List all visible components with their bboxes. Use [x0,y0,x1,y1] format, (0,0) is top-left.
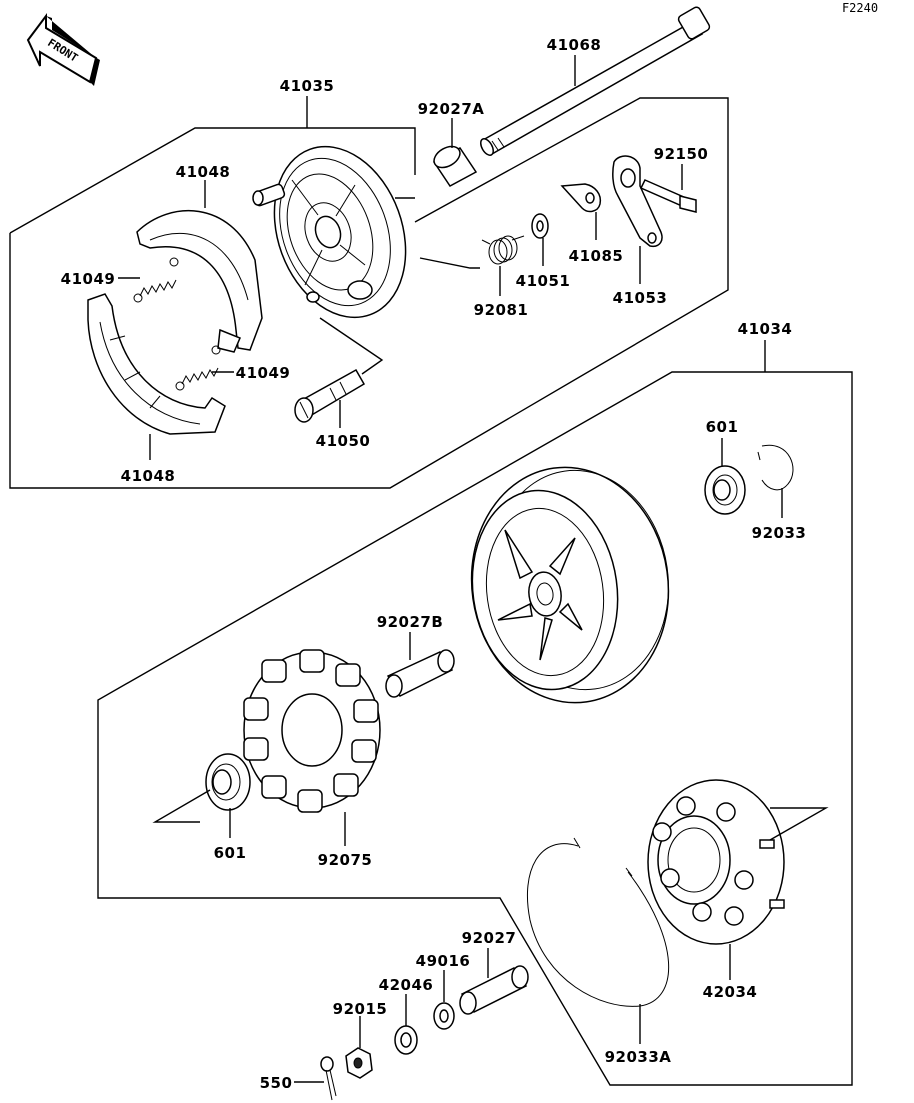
label-41034: 41034 [738,320,793,338]
label-601-bottom: 601 [214,844,247,862]
leader-panel-41050 [319,317,384,375]
spring-41049-upper [133,257,179,303]
label-601-top: 601 [706,418,739,436]
brake-shoe-lower [87,293,226,435]
label-92027A: 92027A [418,100,485,118]
label-41049-bottom: 41049 [236,364,291,382]
cotter-pin-550 [320,1056,337,1101]
wheel-hub [470,466,670,704]
brake-shoe-upper [136,209,263,353]
label-41048-bottom: 41048 [121,467,176,485]
diagram-code: F2240 [842,1,878,15]
label-92027B: 92027B [377,613,444,631]
washer-41051 [531,213,549,239]
circlip-92033 [757,444,794,491]
bearing-601-upper [704,465,746,515]
label-92027: 92027 [462,929,517,947]
label-41053: 41053 [613,289,668,307]
collar-92027B [385,649,455,698]
label-42034: 42034 [703,983,758,1001]
group-41035-outline [9,97,729,489]
sprocket-42034 [647,779,785,945]
label-41035: 41035 [280,77,335,95]
label-41049-top: 41049 [61,270,116,288]
label-92015: 92015 [333,1000,388,1018]
front-arrow-icon: FRONT [26,13,100,86]
label-41068: 41068 [547,36,602,54]
circlip-92033A [526,837,669,1007]
leader-panel-cam [419,257,480,269]
bolt-92150 [639,179,697,213]
label-92033: 92033 [752,524,807,542]
damper-92075 [243,649,381,813]
label-49016: 49016 [416,952,471,970]
collar-92027 [459,965,529,1015]
lever-41053 [612,155,663,248]
washer-49016 [433,1002,455,1030]
collar-92027A [432,145,478,187]
washer-42046 [394,1025,418,1055]
group-41034-outline [97,340,853,1086]
leader-601-bottom-arrow [152,789,211,823]
label-41085: 41085 [569,247,624,265]
label-92081: 92081 [474,301,529,319]
spring-41049-lower [175,345,221,391]
nut-92015 [345,1047,373,1079]
axle-41068 [480,6,711,156]
leader-42034-arrow [769,807,829,841]
brake-cam-41050 [294,368,366,423]
group-41035-outline-top [9,127,416,234]
brake-panel [252,145,407,319]
label-92075: 92075 [318,851,373,869]
label-41048-top: 41048 [176,163,231,181]
torsion-spring-92081 [481,235,525,265]
label-42046: 42046 [379,976,434,994]
label-41050: 41050 [316,432,371,450]
label-92033A: 92033A [605,1048,672,1066]
label-550: 550 [260,1074,293,1092]
label-41051: 41051 [516,272,571,290]
bearing-601-lower [205,753,251,811]
label-92150: 92150 [654,145,709,163]
indicator-41085 [560,183,602,213]
